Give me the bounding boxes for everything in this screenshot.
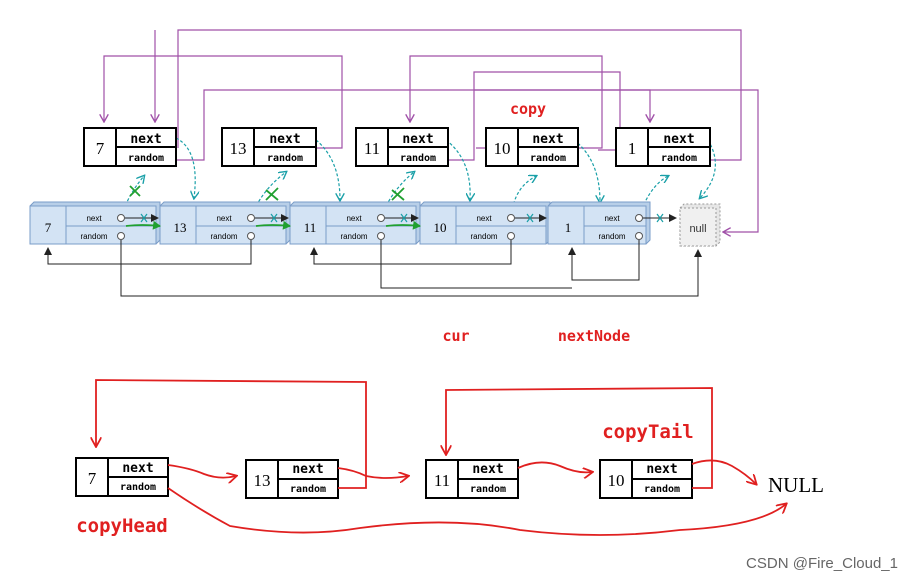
svg-text:random: random — [340, 232, 367, 241]
null-terminal: NULL — [768, 473, 824, 497]
copy-tail-label: copyTail — [602, 421, 694, 443]
svg-text:random: random — [267, 153, 303, 164]
svg-text:random: random — [400, 153, 436, 164]
orig-node-1: 1 next random — [547, 201, 651, 245]
svg-text:next: next — [292, 462, 323, 477]
copy-value-11: 11 — [364, 139, 380, 158]
original-list: 7 next random 13 next random 11 next r — [29, 201, 721, 247]
copy-value-1: 1 — [628, 139, 637, 158]
result-value-13: 13 — [254, 471, 271, 490]
orig-node-7: 7 next random — [29, 201, 161, 245]
svg-text:next: next — [604, 214, 620, 223]
null-node: null — [679, 203, 721, 247]
svg-text:next: next — [122, 461, 153, 476]
red-links — [96, 379, 786, 536]
orig-value-1: 1 — [565, 220, 572, 235]
result-node-11: 11 next random — [425, 459, 519, 499]
result-node-10: 10 next random — [599, 459, 693, 499]
orig-node-13: 13 next random — [159, 201, 291, 245]
copy-value-13: 13 — [230, 139, 247, 158]
svg-text:next: next — [402, 132, 433, 147]
copy-node-11: 11 next random — [355, 127, 449, 167]
svg-text:random: random — [210, 232, 237, 241]
copy-node-7: 7 next random — [83, 127, 177, 167]
orig-value-13: 13 — [174, 220, 187, 235]
copy-node-1: 1 next random — [615, 127, 711, 167]
orig-node-11: 11 next random — [289, 201, 421, 245]
svg-text:random: random — [598, 232, 625, 241]
orig-value-7: 7 — [45, 220, 52, 235]
svg-text:next: next — [472, 462, 503, 477]
cur-label: cur — [442, 327, 469, 345]
svg-text:random: random — [128, 153, 164, 164]
svg-text:next: next — [646, 462, 677, 477]
copy-list: 7 next random 13 next random 11 next ran… — [83, 127, 711, 167]
copy-node-10: 10 next random — [485, 127, 579, 167]
copy-value-7: 7 — [96, 139, 105, 158]
watermark: CSDN @Fire_Cloud_1 — [746, 555, 898, 572]
svg-text:next: next — [216, 214, 232, 223]
svg-text:next: next — [663, 132, 694, 147]
copy-value-10: 10 — [494, 139, 511, 158]
result-value-11: 11 — [434, 471, 450, 490]
svg-text:next: next — [476, 214, 492, 223]
copy-head-label: copyHead — [76, 515, 168, 537]
green-rewired-links — [125, 185, 421, 230]
svg-text:random: random — [120, 482, 156, 493]
svg-text:random: random — [470, 484, 506, 495]
original-random-pointers — [44, 240, 702, 297]
svg-text:next: next — [130, 132, 161, 147]
svg-text:next: next — [269, 132, 300, 147]
svg-text:random: random — [661, 153, 697, 164]
svg-text:random: random — [644, 484, 680, 495]
copy-label: copy — [510, 100, 546, 118]
null-label: null — [689, 223, 706, 235]
svg-text:random: random — [530, 153, 566, 164]
svg-text:random: random — [290, 484, 326, 495]
svg-text:random: random — [80, 232, 107, 241]
orig-node-10: 10 next random — [419, 201, 551, 245]
svg-text:next: next — [532, 132, 563, 147]
result-node-7: 7 next random — [75, 457, 169, 497]
orig-value-11: 11 — [304, 220, 317, 235]
result-list: 7 next random 13 next random 11 next ran… — [75, 457, 824, 499]
result-value-7: 7 — [88, 469, 97, 488]
svg-text:next: next — [346, 214, 362, 223]
next-node-label: nextNode — [558, 327, 630, 345]
result-node-13: 13 next random — [245, 459, 339, 499]
cross-marks — [140, 213, 664, 223]
copy-node-13: 13 next random — [221, 127, 317, 167]
svg-text:next: next — [86, 214, 102, 223]
svg-text:random: random — [470, 232, 497, 241]
result-value-10: 10 — [608, 471, 625, 490]
orig-value-10: 10 — [434, 220, 447, 235]
